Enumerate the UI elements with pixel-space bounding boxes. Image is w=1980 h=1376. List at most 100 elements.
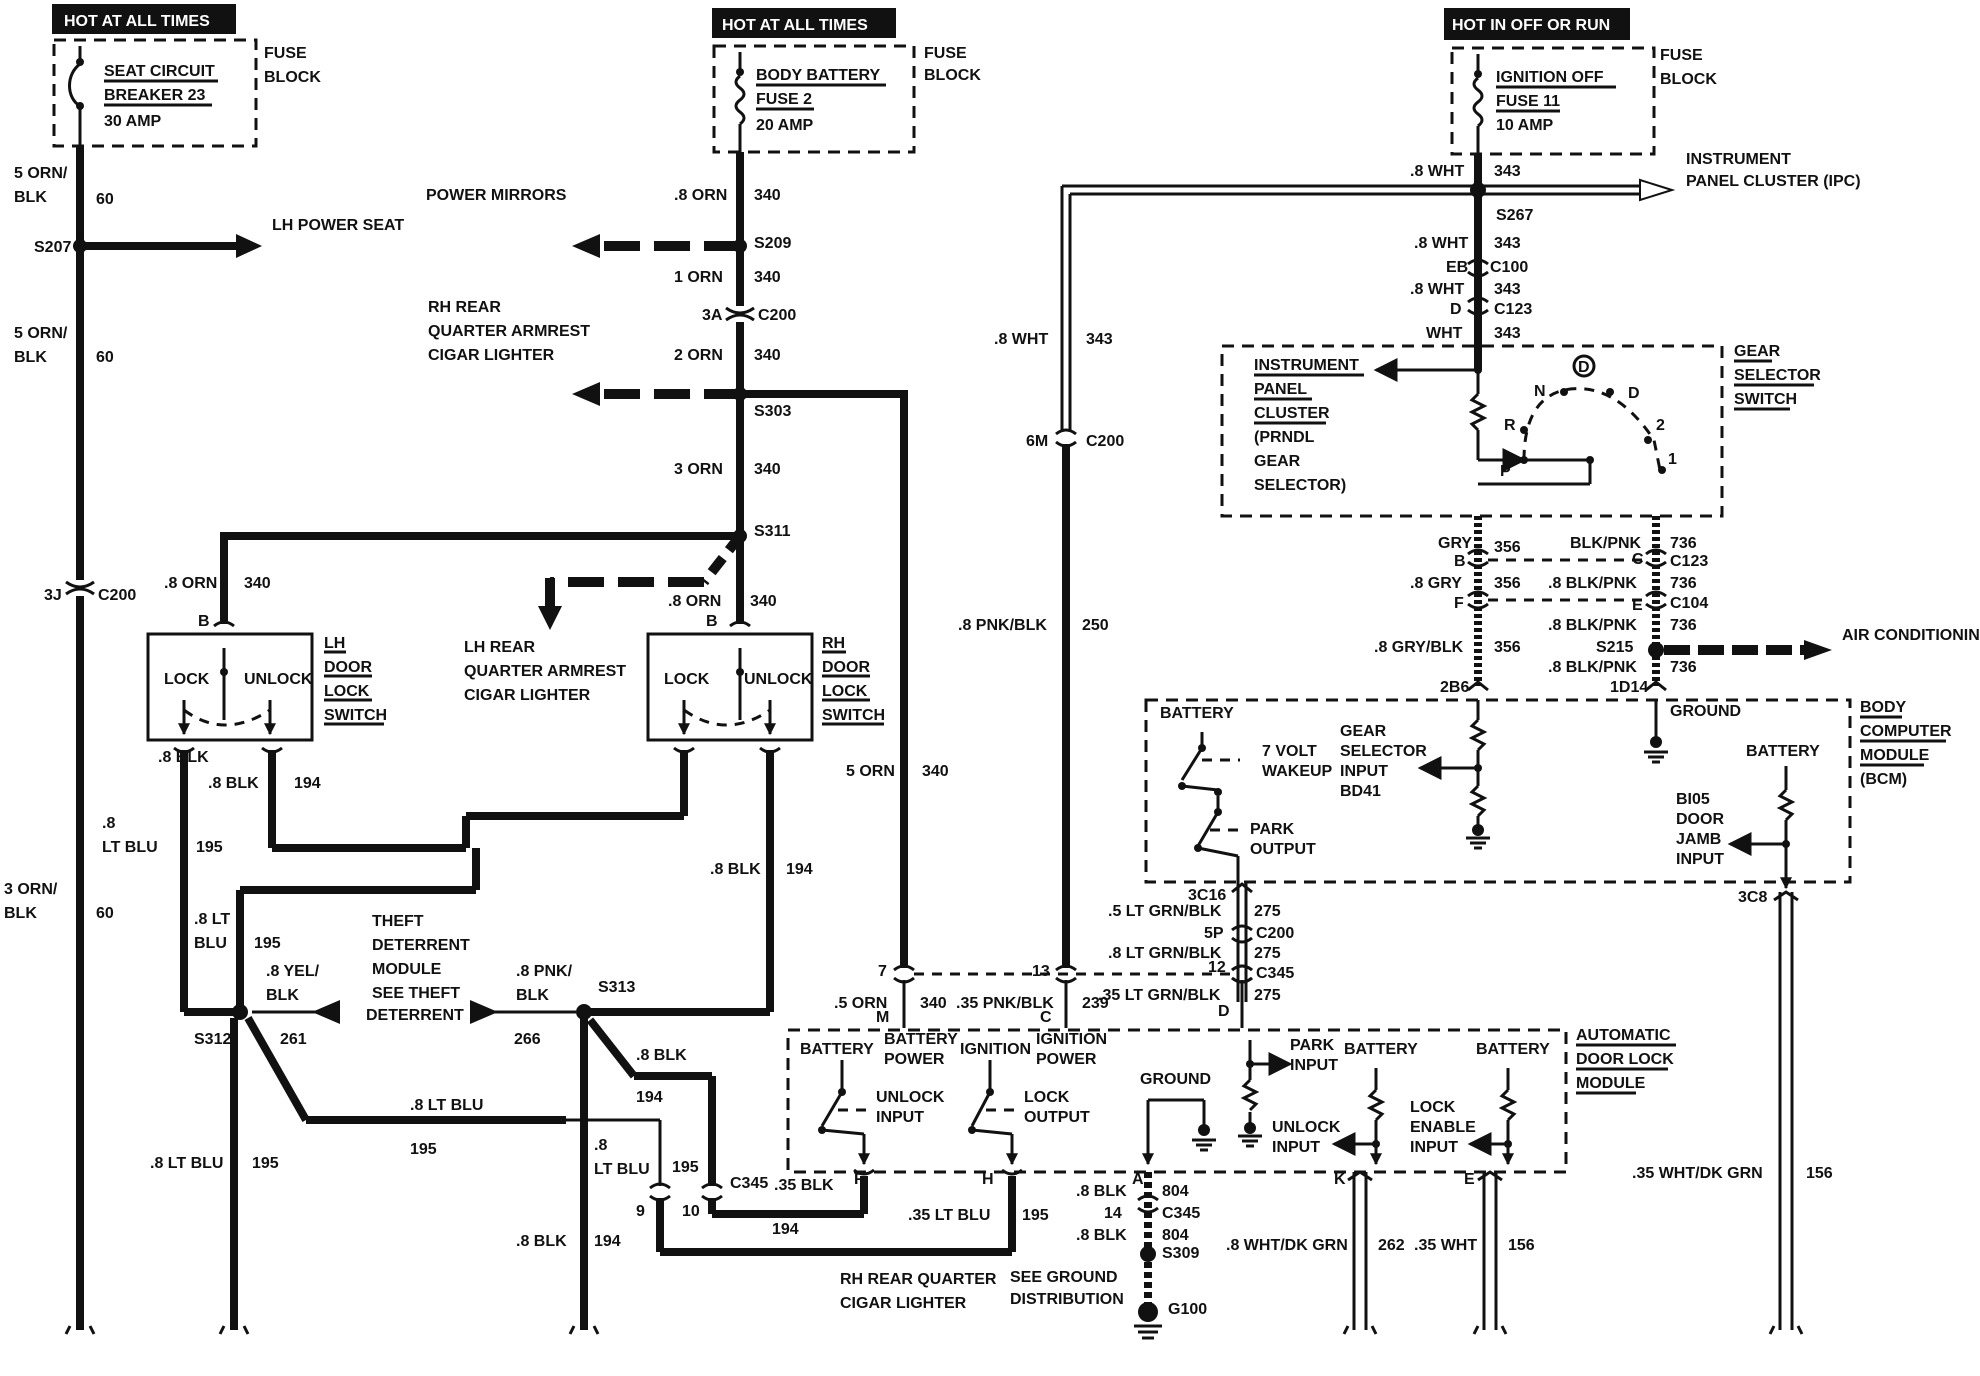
svg-text:LOCK: LOCK [822, 683, 868, 700]
svg-text:MODULE: MODULE [372, 961, 442, 978]
svg-text:194: 194 [772, 1221, 799, 1238]
svg-text:CIGAR LIGHTER: CIGAR LIGHTER [840, 1295, 967, 1312]
svg-text:.35 WHT: .35 WHT [1414, 1237, 1477, 1254]
svg-text:.8 PNK/: .8 PNK/ [516, 963, 573, 980]
svg-text:.8 ORN: .8 ORN [164, 575, 217, 592]
rh-door-lock-switch: B LOCK UNLOCK [646, 613, 814, 742]
svg-text:BATTERY: BATTERY [1344, 1041, 1418, 1058]
bcm-output-wires [1231, 882, 1804, 1335]
svg-text:C345: C345 [730, 1175, 768, 1192]
svg-text:PARK: PARK [1250, 821, 1295, 838]
svg-text:IGNITION: IGNITION [1036, 1031, 1107, 1048]
svg-text:20 AMP: 20 AMP [756, 117, 814, 134]
svg-text:.8: .8 [102, 815, 115, 832]
svg-text:3J: 3J [44, 587, 62, 604]
power-mirrors-label: POWER MIRRORS [426, 187, 567, 204]
svg-text:PANEL CLUSTER (IPC): PANEL CLUSTER (IPC) [1686, 173, 1861, 190]
svg-text:WAKEUP: WAKEUP [1262, 763, 1333, 780]
svg-text:DOOR LOCK: DOOR LOCK [1576, 1051, 1674, 1068]
svg-text:BLOCK: BLOCK [264, 69, 321, 86]
svg-text:INPUT: INPUT [1272, 1139, 1320, 1156]
svg-text:JAMB: JAMB [1676, 831, 1721, 848]
svg-text:MODULE: MODULE [1576, 1075, 1646, 1092]
svg-text:156: 156 [1806, 1165, 1833, 1182]
svg-text:DOOR: DOOR [324, 659, 372, 676]
svg-text:D: D [1218, 1003, 1230, 1020]
svg-text:LOCK: LOCK [1410, 1099, 1456, 1116]
svg-text:C: C [1632, 551, 1644, 568]
c345-row [893, 964, 1253, 1028]
svg-text:LOCK: LOCK [164, 671, 210, 688]
svg-text:195: 195 [672, 1159, 699, 1176]
svg-text:.35 PNK/BLK: .35 PNK/BLK [956, 995, 1054, 1012]
svg-text:195: 195 [1022, 1207, 1049, 1224]
svg-text:AUTOMATIC: AUTOMATIC [1576, 1027, 1671, 1044]
svg-text:.8 LT BLU: .8 LT BLU [410, 1097, 483, 1114]
svg-text:BODY: BODY [1860, 699, 1907, 716]
svg-text:.8 BLK: .8 BLK [516, 1233, 567, 1250]
svg-text:BATTERY: BATTERY [1476, 1041, 1550, 1058]
svg-text:CIGAR LIGHTER: CIGAR LIGHTER [428, 347, 555, 364]
svg-text:GEAR: GEAR [1340, 723, 1387, 740]
svg-text:156: 156 [1508, 1237, 1535, 1254]
gear-selector-outputs [1467, 516, 1832, 692]
svg-text:3A: 3A [702, 307, 723, 324]
adl-output-wires [1134, 1170, 1508, 1340]
svg-text:343: 343 [1494, 325, 1521, 342]
svg-text:239: 239 [1082, 995, 1109, 1012]
svg-text:F: F [1454, 595, 1464, 612]
svg-text:7 VOLT: 7 VOLT [1262, 743, 1317, 760]
svg-text:GRY: GRY [1438, 535, 1472, 552]
svg-text:195: 195 [252, 1155, 279, 1172]
svg-text:B: B [1454, 553, 1466, 570]
svg-text:P: P [1500, 463, 1511, 480]
svg-text:.8 BLK/PNK: .8 BLK/PNK [1548, 575, 1637, 592]
svg-text:BLK: BLK [266, 987, 299, 1004]
svg-text:BATTERY: BATTERY [1160, 705, 1234, 722]
svg-text:FUSE 2: FUSE 2 [756, 91, 812, 108]
svg-text:UNLOCK: UNLOCK [876, 1089, 945, 1106]
splice-s267: S267 [1496, 207, 1533, 224]
seat-circuit-wire [64, 146, 262, 1335]
svg-text:194: 194 [786, 861, 813, 878]
svg-text:340: 340 [750, 593, 777, 610]
svg-text:R: R [1504, 417, 1516, 434]
svg-text:DISTRIBUTION: DISTRIBUTION [1010, 1291, 1124, 1308]
svg-text:C200: C200 [1086, 433, 1124, 450]
svg-text:.35 LT GRN/BLK: .35 LT GRN/BLK [1098, 987, 1221, 1004]
svg-text:356: 356 [1494, 575, 1521, 592]
svg-text:C200: C200 [758, 307, 796, 324]
svg-text:804: 804 [1162, 1183, 1189, 1200]
svg-text:PARK: PARK [1290, 1037, 1335, 1054]
svg-text:K: K [1334, 1171, 1346, 1188]
svg-text:804: 804 [1162, 1227, 1189, 1244]
svg-text:275: 275 [1254, 987, 1281, 1004]
svg-text:.8 WHT: .8 WHT [994, 331, 1048, 348]
svg-text:3C8: 3C8 [1738, 889, 1767, 906]
svg-text:.8 PNK/BLK: .8 PNK/BLK [958, 617, 1047, 634]
svg-text:340: 340 [244, 575, 271, 592]
svg-text:.8 BLK/PNK: .8 BLK/PNK [1548, 617, 1637, 634]
ignition-feed-wires [1055, 154, 1676, 968]
svg-text:LOCK: LOCK [664, 671, 710, 688]
svg-text:BLU: BLU [194, 935, 227, 952]
splice-s312: S312 [194, 1031, 231, 1048]
svg-text:343: 343 [1086, 331, 1113, 348]
svg-text:14: 14 [1104, 1205, 1122, 1222]
svg-text:736: 736 [1670, 535, 1697, 552]
svg-text:LOCK: LOCK [324, 683, 370, 700]
svg-text:GROUND: GROUND [1140, 1071, 1211, 1088]
svg-text:340: 340 [754, 269, 781, 286]
svg-text:343: 343 [1494, 281, 1521, 298]
svg-text:MODULE: MODULE [1860, 747, 1930, 764]
svg-text:INSTRUMENT: INSTRUMENT [1686, 151, 1791, 168]
body-computer-module [1144, 698, 1852, 890]
svg-text:736: 736 [1670, 659, 1697, 676]
splice-s209: S209 [754, 235, 791, 252]
svg-text:.5 ORN: .5 ORN [834, 995, 887, 1012]
svg-text:BATTERY: BATTERY [800, 1041, 874, 1058]
header-hot-in-off-or-run: HOT IN OFF OR RUN [1444, 8, 1630, 40]
splice-s309: S309 [1162, 1245, 1199, 1262]
svg-text:D: D [1628, 385, 1640, 402]
